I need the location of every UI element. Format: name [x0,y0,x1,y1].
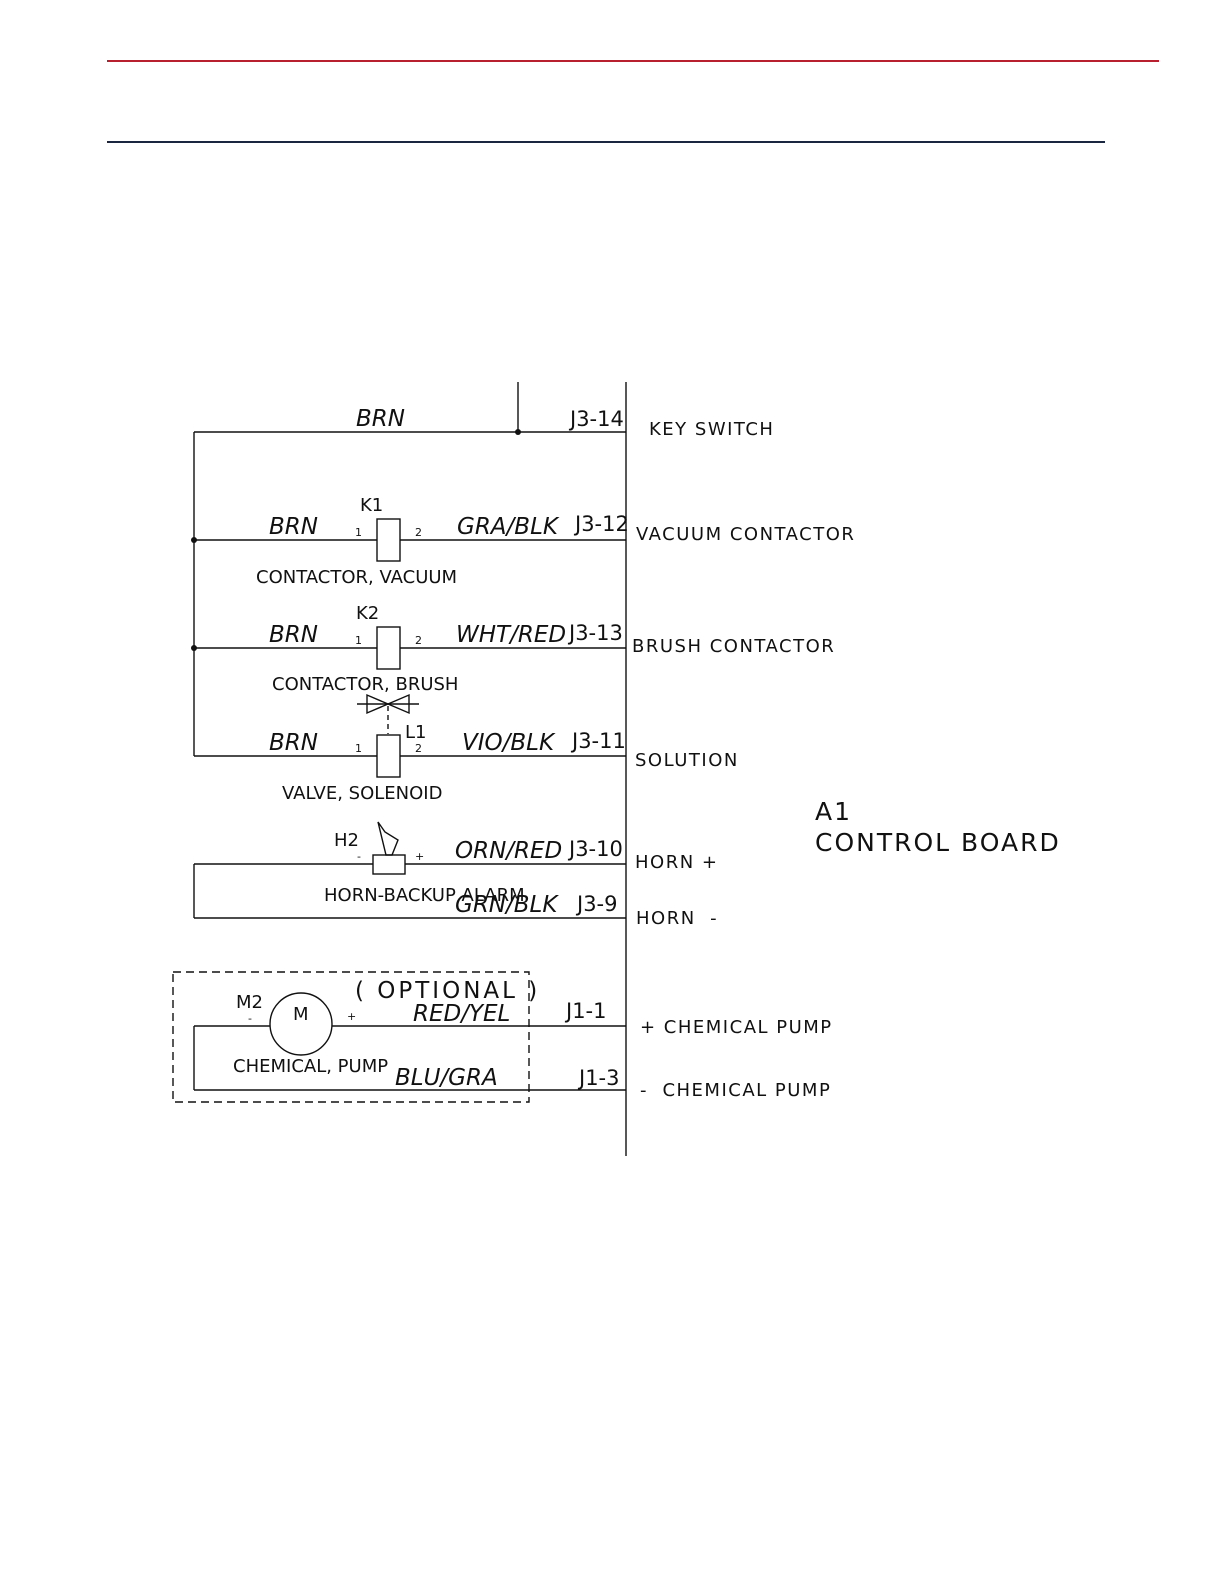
connector-pin-label: J3-14 [568,407,624,431]
pin-number: 1 [355,742,362,755]
pin-number: 2 [415,526,422,539]
connector-pin-label: J1-3 [577,1066,620,1090]
valve-icon [357,693,419,734]
solenoid-coil-l1 [376,734,401,778]
component-ref-h2: H2 [334,830,359,851]
signal-label: HORN + [635,852,718,873]
signal-label: + CHEMICAL PUMP [640,1017,833,1038]
pin-number: 1 [355,526,362,539]
wire-color-label: BRN [269,514,318,540]
signal-label: HORN - [636,908,718,929]
header-rule-red [107,60,1159,62]
board-ref: A1 [815,797,852,826]
wire-color-label: BRN [356,406,405,432]
pin-number: 2 [415,634,422,647]
motor-symbol: M [293,1004,309,1025]
connector-pin-label: J1-1 [564,999,607,1023]
horn-icon [372,821,406,875]
signal-label: - CHEMICAL PUMP [640,1080,831,1101]
polarity-neg: - [248,1012,252,1025]
component-label: CONTACTOR, VACUUM [256,567,457,588]
component-label: VALVE, SOLENOID [282,783,442,804]
connector-pin-label: J3-10 [567,837,623,861]
polarity-pos: + [347,1010,356,1023]
component-ref-l1: L1 [405,722,426,743]
connector-pin-label: J3-13 [567,621,623,645]
polarity-pos: + [415,850,424,863]
optional-boundary [172,971,530,1103]
polarity-neg: - [357,850,361,863]
connector-pin-label: J3-12 [573,512,629,536]
pin-number: 2 [415,742,422,755]
component-ref-k1: K1 [360,495,383,516]
wire-color-label: ORN/RED [455,838,562,864]
wire-color-label: BRN [269,622,318,648]
board-name: CONTROL BOARD [815,828,1061,857]
relay-coil-k2 [376,626,401,670]
signal-label: SOLUTION [635,750,739,771]
signal-label: VACUUM CONTACTOR [636,524,855,545]
motor-icon [269,992,333,1056]
pin-number: 1 [355,634,362,647]
optional-label: ( OPTIONAL ) [355,978,540,1004]
signal-label: KEY SWITCH [649,419,774,440]
component-label: CONTACTOR, BRUSH [272,674,458,695]
connector-pin-label: J3-11 [570,729,626,753]
wire-color-label: BRN [269,730,318,756]
component-ref-m2: M2 [236,992,263,1013]
wire-color-label: WHT/RED [456,622,566,648]
wire-color-label: VIO/BLK [462,730,556,756]
header-rule-navy [107,141,1105,143]
wire-color-label: RED/YEL [413,1001,510,1027]
component-label: CHEMICAL, PUMP [233,1056,388,1077]
component-label: HORN-BACKUP ALARM [324,885,525,906]
signal-label: BRUSH CONTACTOR [632,636,835,657]
wire-color-label: GRN/BLK [455,892,559,918]
relay-coil-k1 [376,518,401,562]
component-ref-k2: K2 [356,603,379,624]
connector-pin-label: J3-9 [575,892,618,916]
wire-color-label: BLU/GRA [395,1065,498,1091]
wire-color-label: GRA/BLK [457,514,560,540]
